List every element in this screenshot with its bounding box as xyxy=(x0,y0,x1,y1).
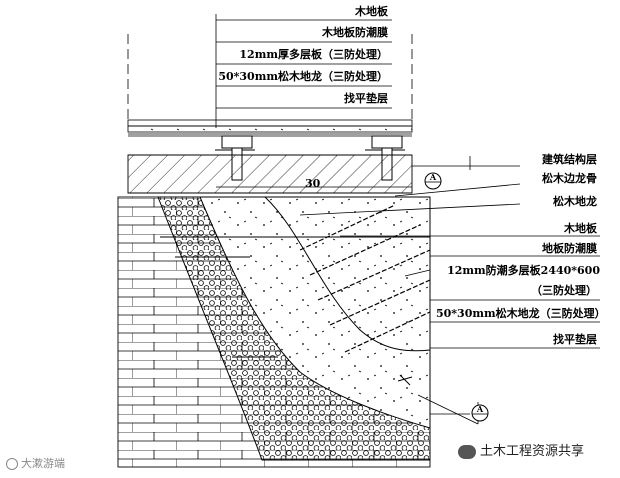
watermark-left: 大漱游端 xyxy=(6,455,65,471)
upper-right-leaders xyxy=(299,156,521,216)
lower-right-label-table xyxy=(340,228,600,350)
label-pine-joist-lower: 50*30mm松木地龙（三防处理） xyxy=(436,307,606,320)
watermark-right: 土木工程资源共享 xyxy=(458,440,584,459)
section-marker-bottom xyxy=(471,404,489,422)
section-marker-bottom-label: A xyxy=(476,404,484,414)
dimension-label: 30 xyxy=(305,177,321,190)
top-label-pine-joist: 50*30mm松木地龙（三防处理） xyxy=(218,70,388,83)
top-label-leveling-layer: 找平垫层 xyxy=(344,92,388,105)
section-marker-top xyxy=(424,172,442,190)
top-label-plywood: 12mm厚多层板（三防处理） xyxy=(239,48,388,61)
label-wood-floor: 木地板 xyxy=(564,222,597,235)
label-plywood-size: 12mm防潮多层板2440*600 xyxy=(447,264,600,277)
bottom-plan-view: A xyxy=(117,196,489,468)
label-structural-layer: 建筑结构层 xyxy=(542,153,597,166)
label-pine-edge-keel: 松木边龙骨 xyxy=(542,172,597,185)
top-section-view: 30 xyxy=(127,14,413,194)
section-marker-top-label: A xyxy=(429,172,437,182)
label-floor-moisture-film: 地板防潮膜 xyxy=(542,242,597,255)
top-label-moisture-film: 木地板防潮膜 xyxy=(322,26,388,39)
wechat-icon xyxy=(458,444,476,459)
label-pine-joist-upper: 松木地龙 xyxy=(553,195,597,208)
weibo-icon xyxy=(6,458,18,470)
label-three-proof: （三防处理） xyxy=(531,284,597,297)
top-label-wood-floor: 木地板 xyxy=(355,5,388,18)
label-leveling-layer: 找平垫层 xyxy=(553,333,597,346)
